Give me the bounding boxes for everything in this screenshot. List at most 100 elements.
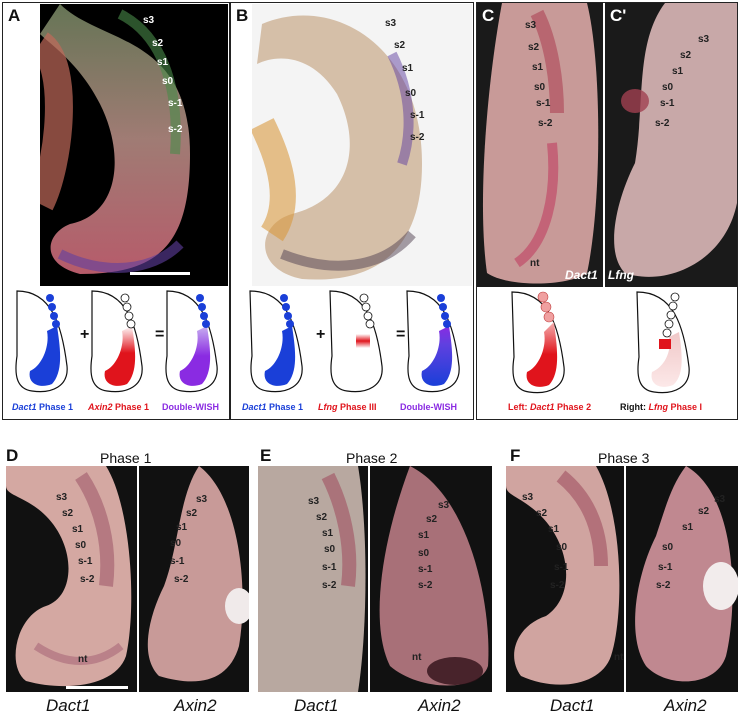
panel-a-photo xyxy=(40,4,228,286)
somite-s0-f1: s0 xyxy=(556,542,568,553)
somite-s1-f1: s1 xyxy=(548,524,560,535)
embryo-photo-a xyxy=(40,4,190,274)
phase-text: Phase I xyxy=(670,402,703,412)
somite-s3-d2: s3 xyxy=(196,494,208,505)
panel-e-photo-right xyxy=(370,466,492,692)
panel-d-photo-right xyxy=(139,466,249,692)
somite-sm1-f1: s-1 xyxy=(554,562,569,573)
gene-dact1: Dact1 xyxy=(12,402,37,412)
somite-sm2-e1: s-2 xyxy=(322,580,337,591)
somite-sm1-d2: s-1 xyxy=(170,556,185,567)
somite-nt-e2: nt xyxy=(412,652,422,663)
caption-axin2-f: Axin2 xyxy=(664,696,707,715)
diagram-c xyxy=(511,291,690,394)
panel-b-label: B xyxy=(236,6,249,25)
somite-sm2-c: s-2 xyxy=(538,118,553,129)
phase-text: Phase 2 xyxy=(557,402,592,412)
panel-c-photo-right xyxy=(605,3,737,287)
diagram-b xyxy=(249,290,460,393)
gene-dact1: Dact1 xyxy=(530,402,555,412)
somite-s3-c: s3 xyxy=(525,20,537,31)
somite-s0-c: s0 xyxy=(534,82,546,93)
gene-dact1: Dact1 xyxy=(242,402,267,412)
panel-c-label: C xyxy=(482,6,495,25)
right-prefix: Right: xyxy=(620,402,646,412)
embryo-photo-b xyxy=(252,15,422,280)
somite-s3-e1: s3 xyxy=(308,496,320,507)
caption-dact1-d: Dact1 xyxy=(46,696,91,715)
somite-sm2-d1: s-2 xyxy=(80,574,95,585)
somite-s2-d2: s2 xyxy=(186,508,198,519)
panel-d-photo-left xyxy=(6,466,137,692)
somite-s2-e2: s2 xyxy=(426,514,438,525)
somite-s2-e1: s2 xyxy=(316,512,328,523)
somite-sm1-cp: s-1 xyxy=(660,98,675,109)
embryo-photo-d-dact1 xyxy=(6,466,132,687)
scale-bar-a xyxy=(130,272,190,275)
caption-double-wish-a: Double-WISH xyxy=(162,402,219,412)
panel-e-photo-left xyxy=(258,466,368,692)
embryo-photo-c xyxy=(482,3,599,284)
inset-lfng-c: Lfng xyxy=(608,268,634,282)
gene-lfng: Lfng xyxy=(318,402,338,412)
somite-sm2-e2: s-2 xyxy=(418,580,433,591)
somite-s2-f1: s2 xyxy=(536,508,548,519)
somite-s3-a: s3 xyxy=(143,15,155,26)
caption-dact1-phase1-a: Dact1 Phase 1 xyxy=(12,402,73,412)
somite-s0-b: s0 xyxy=(405,88,417,99)
embryo-photo-e-dact1 xyxy=(258,466,366,692)
somite-s3-cp: s3 xyxy=(698,34,710,45)
phase-text: Phase 1 xyxy=(39,402,74,412)
equals-operator-b: = xyxy=(396,326,406,343)
inset-dact1-c: Dact1 xyxy=(565,268,598,282)
somite-s3-d1: s3 xyxy=(56,492,68,503)
somite-sm1-b: s-1 xyxy=(410,110,425,121)
somite-nt-d1: nt xyxy=(78,654,88,665)
caption-axin2-d: Axin2 xyxy=(174,696,217,715)
caption-axin2-phase1-a: Axin2 Phase 1 xyxy=(88,402,149,412)
caption-left-dact1-c: Left: Dact1 Phase 2 xyxy=(508,402,591,412)
somite-s2-c: s2 xyxy=(528,42,540,53)
phase-text: Phase 1 xyxy=(115,402,150,412)
somite-s2-a: s2 xyxy=(152,38,164,49)
caption-dact1-phase1-b: Dact1 Phase 1 xyxy=(242,402,303,412)
embryo-photo-f-axin2 xyxy=(635,466,738,682)
somite-s2-f2: s2 xyxy=(698,506,710,517)
somite-s1-b: s1 xyxy=(402,63,414,74)
panel-d-label: D xyxy=(6,446,19,465)
panel-f-photo-left xyxy=(506,466,624,692)
panel-b-photo xyxy=(252,4,472,286)
somite-sm2-b: s-2 xyxy=(410,132,425,143)
phase-text: Phase III xyxy=(340,402,377,412)
somite-sm2-f2: s-2 xyxy=(656,580,671,591)
somite-s1-d1: s1 xyxy=(72,524,84,535)
caption-right-lfng-c: Right: Lfng Phase I xyxy=(620,402,702,412)
gene-axin2: Axin2 xyxy=(88,402,113,412)
caption-double-wish-b: Double-WISH xyxy=(400,402,457,412)
somite-sm1-f2: s-1 xyxy=(658,562,673,573)
somite-s3-f1: s3 xyxy=(522,492,534,503)
somite-nt-c: nt xyxy=(530,258,540,269)
somite-s0-cp: s0 xyxy=(662,82,674,93)
somite-sm1-a: s-1 xyxy=(168,98,183,109)
embryo-photo-f-dact1 xyxy=(506,466,620,685)
panel-f-label: F xyxy=(510,446,521,465)
embryo-photo-e-axin2 xyxy=(379,466,489,686)
somite-sm2-d2: s-2 xyxy=(174,574,189,585)
somite-sm2-cp: s-2 xyxy=(655,118,670,129)
somite-s1-f2: s1 xyxy=(682,522,694,533)
caption-dact1-f: Dact1 xyxy=(550,696,595,715)
somite-s0-e1: s0 xyxy=(324,544,336,555)
somite-sm1-e1: s-1 xyxy=(322,562,337,573)
somite-sm1-d1: s-1 xyxy=(78,556,93,567)
somite-s3-b: s3 xyxy=(385,18,397,29)
somite-nt-f1: nt xyxy=(614,652,624,663)
somite-s0-f2: s0 xyxy=(662,542,674,553)
caption-lfng-phase3-b: Lfng Phase III xyxy=(318,402,377,412)
panel-c-prime-label: C' xyxy=(610,6,627,25)
equals-operator-a: = xyxy=(155,326,165,343)
somite-s1-c: s1 xyxy=(532,62,544,73)
somite-s1-cp: s1 xyxy=(672,66,684,77)
gene-lfng: Lfng xyxy=(648,402,669,412)
somite-s1-a: s1 xyxy=(157,57,169,68)
